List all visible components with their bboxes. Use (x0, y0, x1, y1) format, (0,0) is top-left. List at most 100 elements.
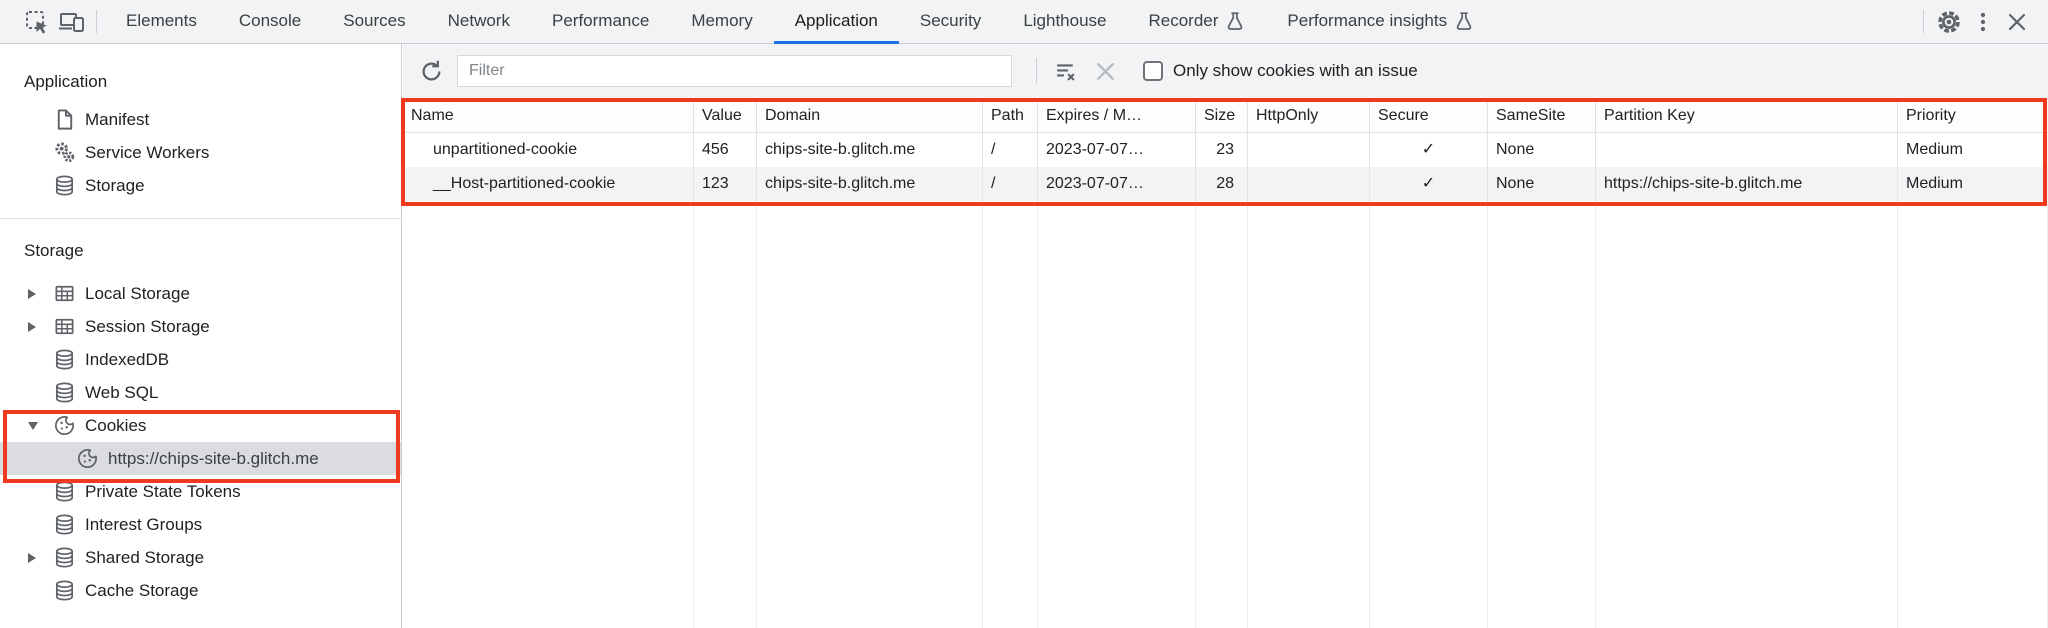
cookie-icon (75, 447, 99, 471)
tab-elements[interactable]: Elements (126, 10, 197, 30)
devtools-tabbar: Elements Console Sources Network Perform… (0, 0, 2048, 44)
cookies-toolbar: Only show cookies with an issue (403, 44, 2048, 99)
sidebar-item-service-workers[interactable]: Service Workers (0, 136, 401, 169)
clear-filter-icon[interactable] (1049, 55, 1081, 87)
cell-name: unpartitioned-cookie (403, 133, 694, 167)
sidebar-section-title-storage: Storage (24, 241, 84, 260)
delete-selected-icon[interactable] (1089, 55, 1121, 87)
sidebar-section-title-application: Application (24, 72, 108, 91)
tab-sources[interactable]: Sources (343, 10, 406, 30)
column-header-expires[interactable]: Expires / M… (1038, 99, 1196, 132)
gears-icon (52, 141, 76, 165)
sidebar-item-storage[interactable]: Storage (0, 169, 401, 202)
panel-tabs: Elements Console Sources Network Perform… (105, 0, 1495, 44)
cookies-table-header: Name Value Domain Path Expires / M… Size… (403, 99, 2048, 133)
filter-input[interactable] (457, 55, 1012, 87)
table-icon (52, 282, 76, 306)
database-icon (52, 348, 76, 372)
column-header-name[interactable]: Name (403, 99, 694, 132)
cell-domain: chips-site-b.glitch.me (757, 167, 983, 201)
only-issue-checkbox[interactable] (1143, 61, 1163, 81)
cell-value: 456 (694, 133, 757, 167)
column-header-secure[interactable]: Secure (1370, 99, 1488, 132)
database-icon (52, 513, 76, 537)
sidebar-item-cookies[interactable]: Cookies (0, 409, 401, 442)
tabbar-divider (96, 10, 97, 33)
tab-application[interactable]: Application (773, 0, 899, 44)
sidebar-item-cookies-chips-site-b[interactable]: https://chips-site-b.glitch.me (0, 442, 401, 475)
cell-domain: chips-site-b.glitch.me (757, 133, 983, 167)
more-options-kebab-icon[interactable] (1966, 0, 2000, 44)
database-icon (52, 381, 76, 405)
chevron-right-icon[interactable] (28, 288, 52, 299)
cell-size: 28 (1196, 167, 1248, 201)
sidebar-item-local-storage[interactable]: Local Storage (0, 277, 401, 310)
sidebar-item-web-sql[interactable]: Web SQL (0, 376, 401, 409)
cell-secure-checkmark: ✓ (1370, 133, 1488, 167)
cell-samesite: None (1488, 167, 1596, 201)
settings-gear-icon[interactable] (1932, 0, 1966, 44)
database-icon (52, 546, 76, 570)
tab-memory[interactable]: Memory (691, 10, 753, 30)
cell-httponly (1248, 167, 1370, 201)
sidebar-item-shared-storage[interactable]: Shared Storage (0, 541, 401, 574)
device-toolbar-icon[interactable] (54, 0, 88, 44)
tab-performance-insights[interactable]: Performance insights (1266, 0, 1495, 44)
sidebar-item-private-state-tokens[interactable]: Private State Tokens (0, 475, 401, 508)
tab-security[interactable]: Security (919, 10, 982, 30)
tab-performance[interactable]: Performance (551, 10, 650, 30)
tab-recorder[interactable]: Recorder (1128, 0, 1267, 44)
sidebar-divider (0, 218, 401, 219)
column-header-partition-key[interactable]: Partition Key (1596, 99, 1898, 132)
cell-partition-key: https://chips-site-b.glitch.me (1596, 167, 1898, 201)
inspect-element-icon[interactable] (20, 0, 54, 44)
cell-priority: Medium (1906, 175, 1963, 192)
database-icon (52, 174, 76, 198)
toolbar-divider (1036, 58, 1037, 84)
sidebar-item-indexeddb[interactable]: IndexedDB (0, 343, 401, 376)
cell-name: __Host-partitioned-cookie (403, 167, 694, 201)
cell-partition-key (1596, 133, 1898, 167)
column-header-priority[interactable]: Priority (1906, 107, 1956, 124)
application-sidebar: Application Manifest Service Workers (0, 44, 402, 628)
cell-priority: Medium (1906, 141, 1963, 158)
experiment-flask-icon (1225, 11, 1245, 31)
cell-size: 23 (1196, 133, 1248, 167)
cell-value: 123 (694, 167, 757, 201)
table-empty-area (403, 201, 2048, 628)
sidebar-item-session-storage[interactable]: Session Storage (0, 310, 401, 343)
sidebar-item-manifest[interactable]: Manifest (0, 103, 401, 136)
cell-expires: 2023-07-07… (1038, 133, 1196, 167)
column-header-domain[interactable]: Domain (757, 99, 983, 132)
cell-secure-checkmark: ✓ (1370, 167, 1488, 201)
cookies-table: Name Value Domain Path Expires / M… Size… (403, 99, 2048, 628)
column-header-path[interactable]: Path (983, 99, 1038, 132)
sidebar-item-cache-storage[interactable]: Cache Storage (0, 574, 401, 607)
tab-console[interactable]: Console (238, 10, 302, 30)
refresh-icon[interactable] (415, 55, 447, 87)
tab-lighthouse[interactable]: Lighthouse (1023, 10, 1107, 30)
chevron-right-icon[interactable] (28, 321, 52, 332)
table-icon (52, 315, 76, 339)
column-header-value[interactable]: Value (694, 99, 757, 132)
chevron-down-icon[interactable] (28, 421, 52, 430)
tab-network[interactable]: Network (447, 10, 510, 30)
column-header-size[interactable]: Size (1196, 99, 1248, 132)
experiment-flask-icon (1454, 11, 1474, 31)
chevron-right-icon[interactable] (28, 552, 52, 563)
cell-path: / (983, 167, 1038, 201)
column-header-httponly[interactable]: HttpOnly (1248, 99, 1370, 132)
table-row-host-partitioned-cookie[interactable]: __Host-partitioned-cookie 123 chips-site… (403, 167, 2048, 201)
only-issue-checkbox-label: Only show cookies with an issue (1173, 61, 1418, 80)
database-icon (52, 579, 76, 603)
column-header-samesite[interactable]: SameSite (1488, 99, 1596, 132)
tabbar-controls (1915, 0, 2048, 43)
document-icon (52, 108, 76, 132)
cell-httponly (1248, 133, 1370, 167)
table-row-unpartitioned-cookie[interactable]: unpartitioned-cookie 456 chips-site-b.gl… (403, 133, 2048, 167)
sidebar-item-interest-groups[interactable]: Interest Groups (0, 508, 401, 541)
cookies-panel: Only show cookies with an issue Name Val… (401, 44, 2048, 628)
cookie-icon (52, 414, 76, 438)
close-devtools-icon[interactable] (2000, 0, 2034, 44)
